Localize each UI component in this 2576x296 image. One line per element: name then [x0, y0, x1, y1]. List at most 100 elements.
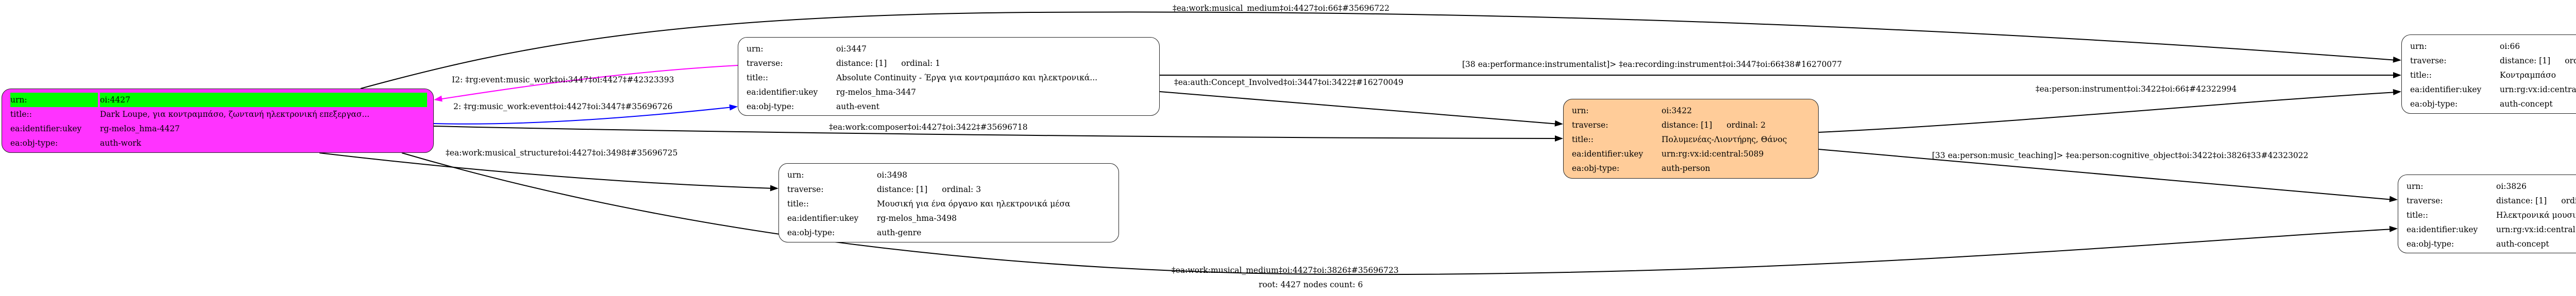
arrowhead-icon	[2393, 89, 2401, 95]
arrowhead-icon	[2389, 225, 2398, 232]
node-field-row: urn:oi:4427	[10, 93, 427, 107]
node-3447[interactable]: urn:oi:3447 traverse: distance: [1] ordinal…	[738, 37, 1160, 116]
node-field-row: traverse: distance: [1] ordinal: 1	[747, 56, 1159, 71]
edge-3447-to-3422	[1159, 91, 1559, 125]
node-field-row: ea:identifier:ukey rg-melos_hma-3447	[747, 85, 1159, 99]
node-field-row: urn: oi:3422	[1572, 103, 1818, 118]
edge-4427-to-3826	[401, 152, 2394, 275]
field-value: oi:66	[2500, 42, 2520, 51]
field-key: title::	[2410, 71, 2432, 80]
field-value: distance: [1]	[1662, 120, 1713, 130]
field-key: ea:obj-type:	[787, 228, 835, 237]
field-key: ea:identifier:ukey	[787, 214, 859, 223]
field-ordinal: ordinal: 3	[942, 185, 981, 194]
field-value: rg-melos_hma-4427	[100, 124, 180, 133]
field-value: urn:rg:vx:id:central:58	[2500, 85, 2576, 94]
node-field-row: title::Ηλεκτρονικά μουσικά μέσα	[2406, 208, 2576, 222]
field-key: urn:	[787, 170, 804, 180]
field-value: distance: [1]	[836, 59, 887, 68]
node-field-row: ea:obj-type:auth-work	[10, 136, 433, 150]
arrowhead-icon	[2393, 56, 2401, 63]
edge-4427-to-3447	[433, 107, 733, 125]
node-field-row: title::Dark Loupe, για κοντραμπάσο, ζωντ…	[10, 107, 433, 121]
node-field-row: traverse: distance: [1] ordinal: 3	[787, 182, 1118, 197]
arrowhead-icon	[2393, 72, 2401, 78]
node-field-row: ea:obj-type: auth-concept	[2410, 97, 2576, 111]
edge-label: ‡ea:person:instrument‡oi:3422‡oi:66‡#423…	[2036, 84, 2237, 94]
arrowhead-icon	[2389, 196, 2398, 202]
field-value: auth-event	[836, 102, 879, 111]
node-field-row: ea:obj-type: auth-genre	[787, 225, 1118, 240]
field-key: ea:identifier:ukey	[747, 88, 818, 97]
field-ordinal: ordinal: 5	[2561, 196, 2576, 205]
node-field-row: urn:oi:3447	[747, 42, 1159, 56]
edge-label: ‡ea:work:musical_medium‡oi:4427‡oi:3826‡…	[1172, 266, 1399, 275]
field-value: oi:3826	[2496, 182, 2527, 191]
field-value: Dark Loupe, για κοντραμπάσο, ζωντανή ηλε…	[100, 110, 370, 119]
edge-label: ‡ea:work:musical_structure‡oi:4427‡oi:34…	[446, 148, 678, 158]
field-key: traverse:	[747, 59, 783, 68]
field-value: rg-melos_hma-3447	[836, 88, 917, 97]
edge-4427-to-66	[360, 11, 2397, 89]
field-key: title::	[10, 110, 32, 119]
node-field-row: traverse:distance: [1]ordinal: 4	[2410, 54, 2576, 68]
field-key: ea:obj-type:	[2410, 99, 2458, 109]
edge-4427-to-3498	[319, 152, 774, 189]
field-key: traverse:	[2406, 196, 2443, 205]
field-key: traverse:	[1572, 120, 1608, 130]
field-value: auth-person	[1662, 164, 1710, 173]
field-value: oi:3447	[836, 44, 867, 54]
edge-label: I2: ‡rg:event:music_work‡oi:3447‡oi:4427…	[452, 75, 674, 84]
node-field-row: title::Μουσική για ένα όργανο και ηλεκτρ…	[787, 197, 1118, 211]
field-value: urn:rg:vx:id:central:5089	[1662, 149, 1764, 159]
field-value: auth-work	[100, 138, 142, 148]
field-key: title::	[787, 199, 809, 208]
field-value: auth-concept	[2500, 99, 2553, 109]
arrowhead-icon	[729, 104, 738, 111]
field-key: traverse:	[2410, 56, 2447, 65]
field-key: urn:	[2406, 182, 2424, 191]
field-key: ea:identifier:ukey	[10, 124, 82, 133]
field-key: ea:obj-type:	[747, 102, 794, 111]
node-field-row: traverse:distance: [1]ordinal: 5	[2406, 194, 2576, 208]
field-value: Μουσική για ένα όργανο και ηλεκτρονικά μ…	[877, 199, 1071, 208]
node-field-row: ea:obj-type: auth-event	[747, 99, 1159, 114]
field-ordinal: ordinal: 2	[1726, 120, 1766, 130]
field-value: auth-genre	[877, 228, 922, 237]
field-key: urn:	[10, 93, 100, 107]
field-key: title::	[2406, 211, 2428, 220]
node-3422[interactable]: urn: oi:3422 traverse: distance: [1] ordinal…	[1563, 99, 1819, 179]
node-field-row: ea:identifier:ukey rg-melos_hma-3498	[787, 211, 1118, 225]
arrowhead-icon	[1554, 120, 1563, 127]
field-key: urn:	[1572, 106, 1589, 115]
graph-footer: root: 4427 nodes count: 6	[1259, 280, 1363, 289]
edge-label: [38 ea:performance:instrumentalist]> ‡ea…	[1462, 60, 1842, 69]
field-value: distance: [1]	[877, 185, 928, 194]
field-value: auth-concept	[2496, 239, 2549, 249]
node-field-row: traverse: distance: [1] ordinal: 2	[1572, 118, 1818, 132]
field-ordinal: ordinal: 1	[901, 59, 941, 68]
field-ordinal: ordinal: 4	[2565, 56, 2576, 65]
field-key: ea:identifier:ukey	[2410, 85, 2482, 94]
field-key: ea:obj-type:	[2406, 239, 2454, 249]
field-value: rg-melos_hma-3498	[877, 214, 957, 223]
edge-label: ‡ea:auth:Concept_Involved‡oi:3447‡oi:342…	[1174, 78, 1404, 87]
arrowhead-icon	[1554, 135, 1563, 142]
edge-3447-to-4427	[438, 65, 738, 100]
node-field-row: urn: oi:3826	[2406, 179, 2576, 194]
field-key: ea:identifier:ukey	[2406, 225, 2478, 234]
field-key: traverse:	[787, 185, 824, 194]
edge-3422-to-3826	[1818, 149, 2394, 200]
edge-label: [33 ea:person:music_teaching]> ‡ea:perso…	[1932, 151, 2309, 160]
node-field-row: ea:obj-type:auth-person	[1572, 161, 1818, 176]
field-value: oi:4427	[100, 95, 130, 105]
edge-3422-to-66	[1818, 92, 2397, 133]
field-value: oi:3422	[1662, 106, 1692, 115]
node-field-row: ea:identifier:ukey rg-melos_hma-4427	[10, 121, 433, 136]
node-3826[interactable]: urn: oi:3826 traverse:distance: [1]ordinal…	[2398, 175, 2576, 253]
